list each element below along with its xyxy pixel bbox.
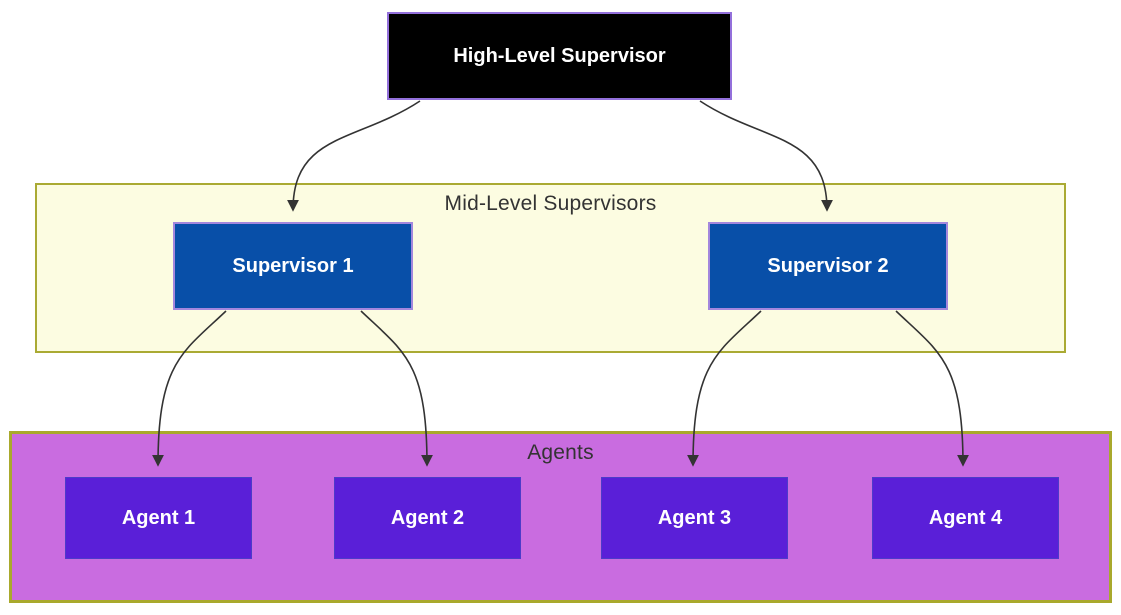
node-supervisor-1: Supervisor 1 [173, 222, 413, 310]
group-agents-label: Agents [527, 441, 594, 464]
node-agent-1: Agent 1 [65, 477, 252, 559]
node-agent-4: Agent 4 [872, 477, 1059, 559]
edge-sup2-to-agent3 [687, 310, 762, 467]
edge-hls-to-sup1 [287, 100, 421, 212]
node-high-level-supervisor: High-Level Supervisor [387, 12, 732, 100]
node-agent-3: Agent 3 [601, 477, 788, 559]
node-supervisor-2: Supervisor 2 [708, 222, 948, 310]
edge-hls-to-sup2 [699, 100, 833, 212]
edge-sup1-to-agent2 [360, 310, 433, 467]
edge-sup2-to-agent4 [895, 310, 969, 467]
group-mid-level-supervisors-label: Mid-Level Supervisors [444, 192, 657, 215]
node-agent-2: Agent 2 [334, 477, 521, 559]
edge-sup1-to-agent1 [152, 310, 227, 467]
